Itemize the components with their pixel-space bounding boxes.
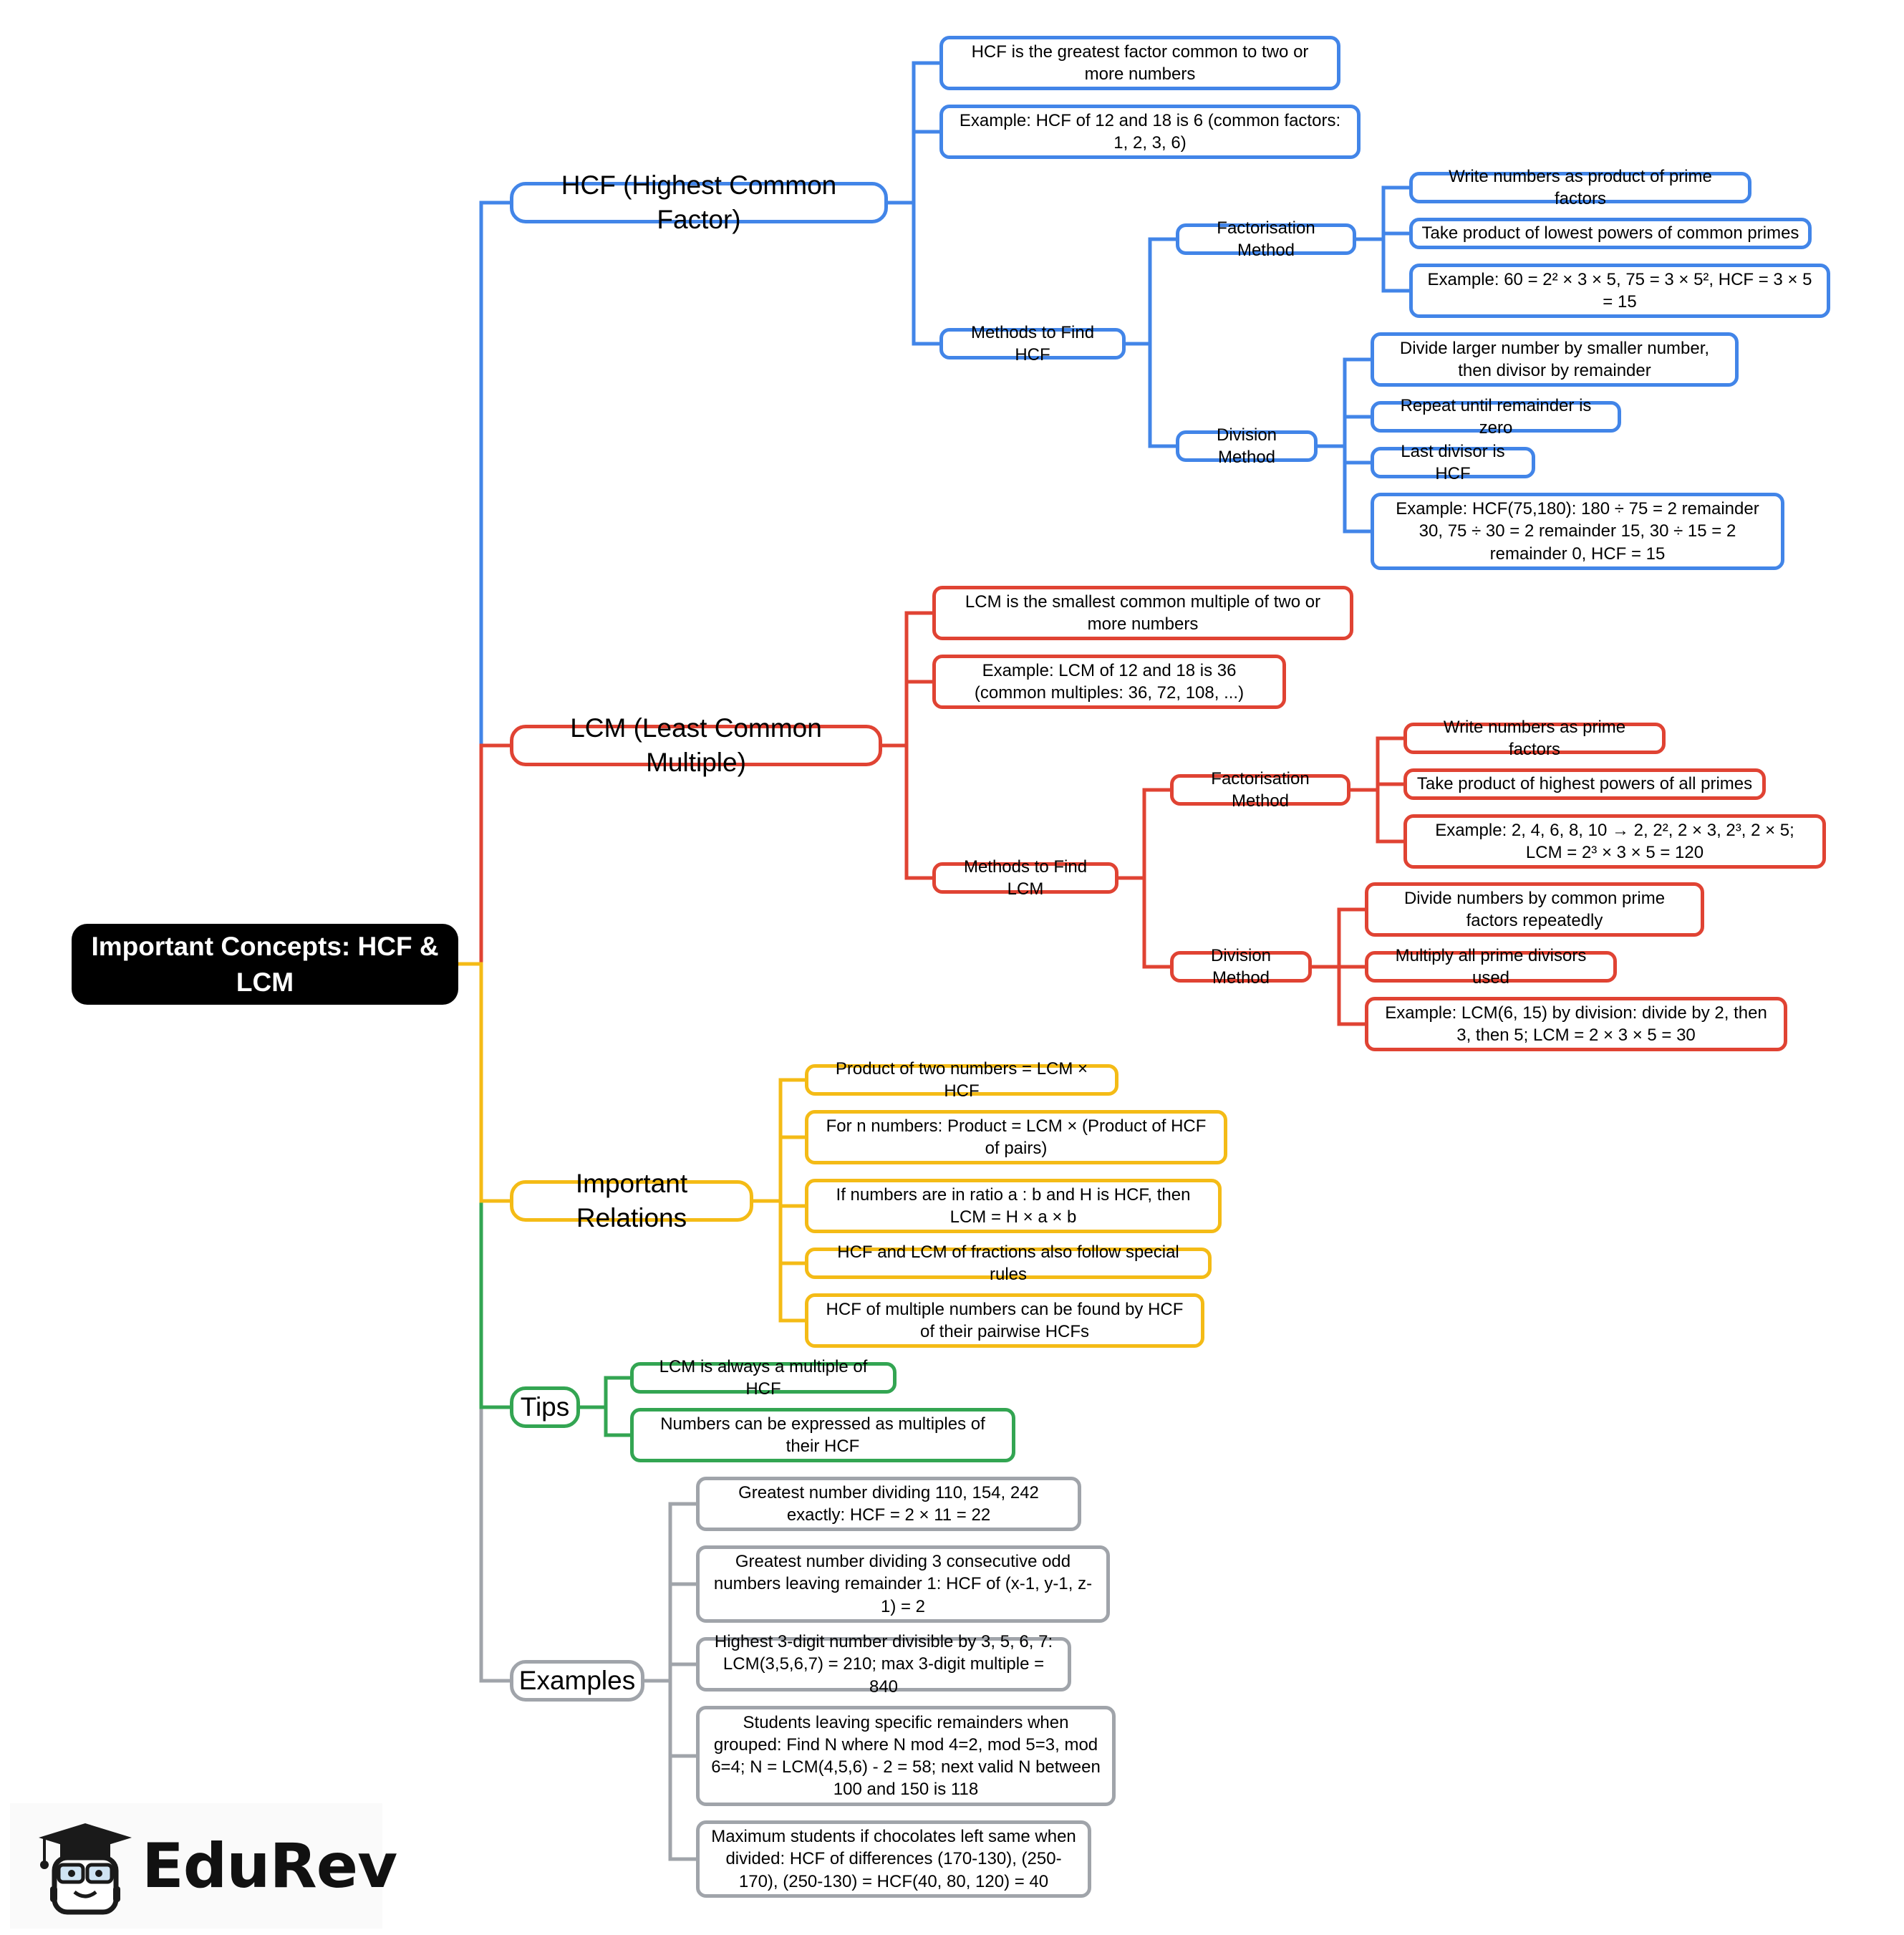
- lcm-division-node: Division Method: [1170, 946, 1312, 988]
- relation-item: If numbers are in ratio a : b and H is H…: [805, 1179, 1222, 1233]
- hcf-factorisation-step: Write numbers as product of prime factor…: [1409, 167, 1751, 208]
- hcf-branch-node: HCF (Highest Common Factor): [510, 170, 888, 234]
- lcm-factorisation-step: Example: 2, 4, 6, 8, 10 → 2, 2², 2 × 3, …: [1403, 814, 1826, 869]
- lcm-factorisation-node: Factorisation Method: [1170, 769, 1350, 811]
- lcm-branch-node: LCM (Least Common Multiple): [510, 713, 882, 777]
- lcm-factorisation-step: Write numbers as prime factors: [1403, 718, 1666, 759]
- relations-branch-node: Important Relations: [510, 1169, 753, 1232]
- tip-item: LCM is always a multiple of HCF: [630, 1357, 897, 1399]
- hcf-example-node: Example: HCF of 12 and 18 is 6 (common f…: [939, 105, 1361, 159]
- examples-branch-node: Examples: [510, 1660, 644, 1702]
- tip-item: Numbers can be expressed as multiples of…: [630, 1408, 1015, 1462]
- hcf-factorisation-step: Take product of lowest powers of common …: [1409, 218, 1812, 249]
- relation-item: Product of two numbers = LCM × HCF: [805, 1059, 1118, 1101]
- lcm-division-step: Example: LCM(6, 15) by division: divide …: [1365, 997, 1787, 1051]
- relation-item: HCF and LCM of fractions also follow spe…: [805, 1242, 1212, 1284]
- logo-text: EduRev: [142, 1830, 397, 1902]
- graduate-mascot-icon: [39, 1823, 132, 1915]
- hcf-division-step: Example: HCF(75,180): 180 ÷ 75 = 2 remai…: [1371, 493, 1784, 570]
- relation-item: HCF of multiple numbers can be found by …: [805, 1293, 1204, 1348]
- lcm-factorisation-step: Take product of highest powers of all pr…: [1403, 768, 1766, 800]
- hcf-division-node: Division Method: [1176, 425, 1318, 467]
- lcm-definition-node: LCM is the smallest common multiple of t…: [932, 586, 1353, 640]
- example-item: Students leaving specific remainders whe…: [696, 1706, 1116, 1806]
- tips-branch-node: Tips: [510, 1386, 580, 1428]
- example-item: Greatest number dividing 110, 154, 242 e…: [696, 1477, 1081, 1531]
- example-item: Highest 3-digit number divisible by 3, 5…: [696, 1632, 1071, 1697]
- root-node: Important Concepts: HCF & LCM: [72, 924, 458, 1005]
- example-item: Maximum students if chocolates left same…: [696, 1820, 1091, 1898]
- hcf-methods-node: Methods to Find HCF: [939, 323, 1126, 365]
- hcf-definition-node: HCF is the greatest factor common to two…: [939, 36, 1340, 90]
- hcf-division-step: Last divisor is HCF: [1371, 442, 1535, 483]
- relation-item: For n numbers: Product = LCM × (Product …: [805, 1110, 1227, 1164]
- hcf-factorisation-node: Factorisation Method: [1176, 218, 1356, 260]
- lcm-methods-node: Methods to Find LCM: [932, 857, 1118, 899]
- lcm-division-step: Multiply all prime divisors used: [1365, 946, 1617, 988]
- hcf-division-step: Divide larger number by smaller number, …: [1371, 332, 1739, 387]
- lcm-division-step: Divide numbers by common prime factors r…: [1365, 882, 1704, 937]
- hcf-factorisation-step: Example: 60 = 2² × 3 × 5, 75 = 3 × 5², H…: [1409, 264, 1830, 318]
- hcf-division-step: Repeat until remainder is zero: [1371, 396, 1621, 438]
- lcm-example-node: Example: LCM of 12 and 18 is 36 (common …: [932, 655, 1286, 709]
- edurev-logo: EduRev: [10, 1803, 397, 1929]
- example-item: Greatest number dividing 3 consecutive o…: [696, 1545, 1110, 1623]
